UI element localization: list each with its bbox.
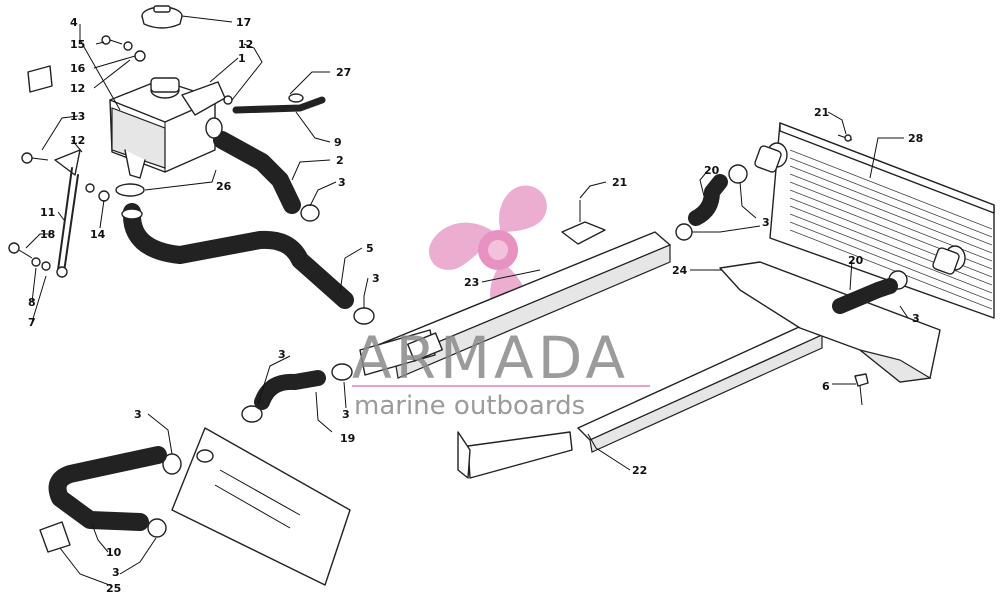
heat-exchanger-right <box>457 321 823 479</box>
callout-19: 19 <box>340 432 355 445</box>
callout-4: 4 <box>70 16 78 29</box>
callout-20: 20 <box>848 254 864 267</box>
hose-20-upper <box>688 174 728 226</box>
callout-13: 13 <box>70 110 85 123</box>
callout-16: 16 <box>70 62 86 75</box>
callout-27: 27 <box>336 66 351 79</box>
watermark: ARMADA marine outboards <box>352 324 650 421</box>
hose-20-lower <box>832 278 898 314</box>
shield-plate <box>171 427 351 586</box>
callout-22: 22 <box>632 464 647 477</box>
callout-9: 9 <box>334 136 342 149</box>
mounting-bracket <box>8 149 110 278</box>
callout-3: 3 <box>912 312 920 325</box>
callout-labels: 4 17 15 12 16 1 12 27 13 12 9 2 26 3 11 … <box>28 16 923 595</box>
radiator-cap <box>141 5 183 29</box>
callout-18: 18 <box>40 228 55 241</box>
callout-21: 21 <box>814 106 829 119</box>
overflow-tube <box>232 93 326 114</box>
heat-exchanger-left <box>359 231 671 379</box>
callout-7: 7 <box>28 316 36 329</box>
temperature-sensor <box>854 373 869 406</box>
decal-plate <box>27 65 53 93</box>
callout-5: 5 <box>366 242 374 255</box>
hose-clamps <box>115 117 908 538</box>
callout-3: 3 <box>342 408 350 421</box>
callout-28: 28 <box>908 132 923 145</box>
watermark-tagline: marine outboards <box>354 391 585 421</box>
callout-25: 25 <box>106 582 121 595</box>
hose-2 <box>213 131 301 214</box>
callout-26: 26 <box>216 180 232 193</box>
watermark-brand: ARMADA <box>352 324 629 392</box>
callout-12: 12 <box>70 134 85 147</box>
radiator <box>754 122 995 319</box>
callout-2: 2 <box>336 154 344 167</box>
wire-clip-b <box>837 134 853 142</box>
callout-14: 14 <box>90 228 106 241</box>
callout-12: 12 <box>238 38 253 51</box>
callout-1: 1 <box>238 52 246 65</box>
coolant-tank <box>109 77 226 179</box>
callout-8: 8 <box>28 296 36 309</box>
callout-17: 17 <box>236 16 251 29</box>
callout-12: 12 <box>70 82 85 95</box>
hose-5 <box>122 203 354 309</box>
callout-3: 3 <box>762 216 770 229</box>
clip <box>39 521 71 553</box>
callout-3: 3 <box>134 408 142 421</box>
callout-23: 23 <box>464 276 479 289</box>
leader-lines <box>25 15 909 587</box>
callout-20: 20 <box>704 164 720 177</box>
callout-3: 3 <box>278 348 286 361</box>
callout-3: 3 <box>372 272 380 285</box>
hose-19 <box>254 370 326 410</box>
tunnel-plate <box>719 261 941 383</box>
hose-10 <box>48 446 167 531</box>
callout-3: 3 <box>112 566 120 579</box>
callout-11: 11 <box>40 206 55 219</box>
callout-6: 6 <box>822 380 830 393</box>
callout-3: 3 <box>338 176 346 189</box>
callout-24: 24 <box>672 264 688 277</box>
callout-15: 15 <box>70 38 85 51</box>
callout-10: 10 <box>106 546 122 559</box>
wire-clip-a <box>561 200 606 245</box>
callout-21: 21 <box>612 176 627 189</box>
